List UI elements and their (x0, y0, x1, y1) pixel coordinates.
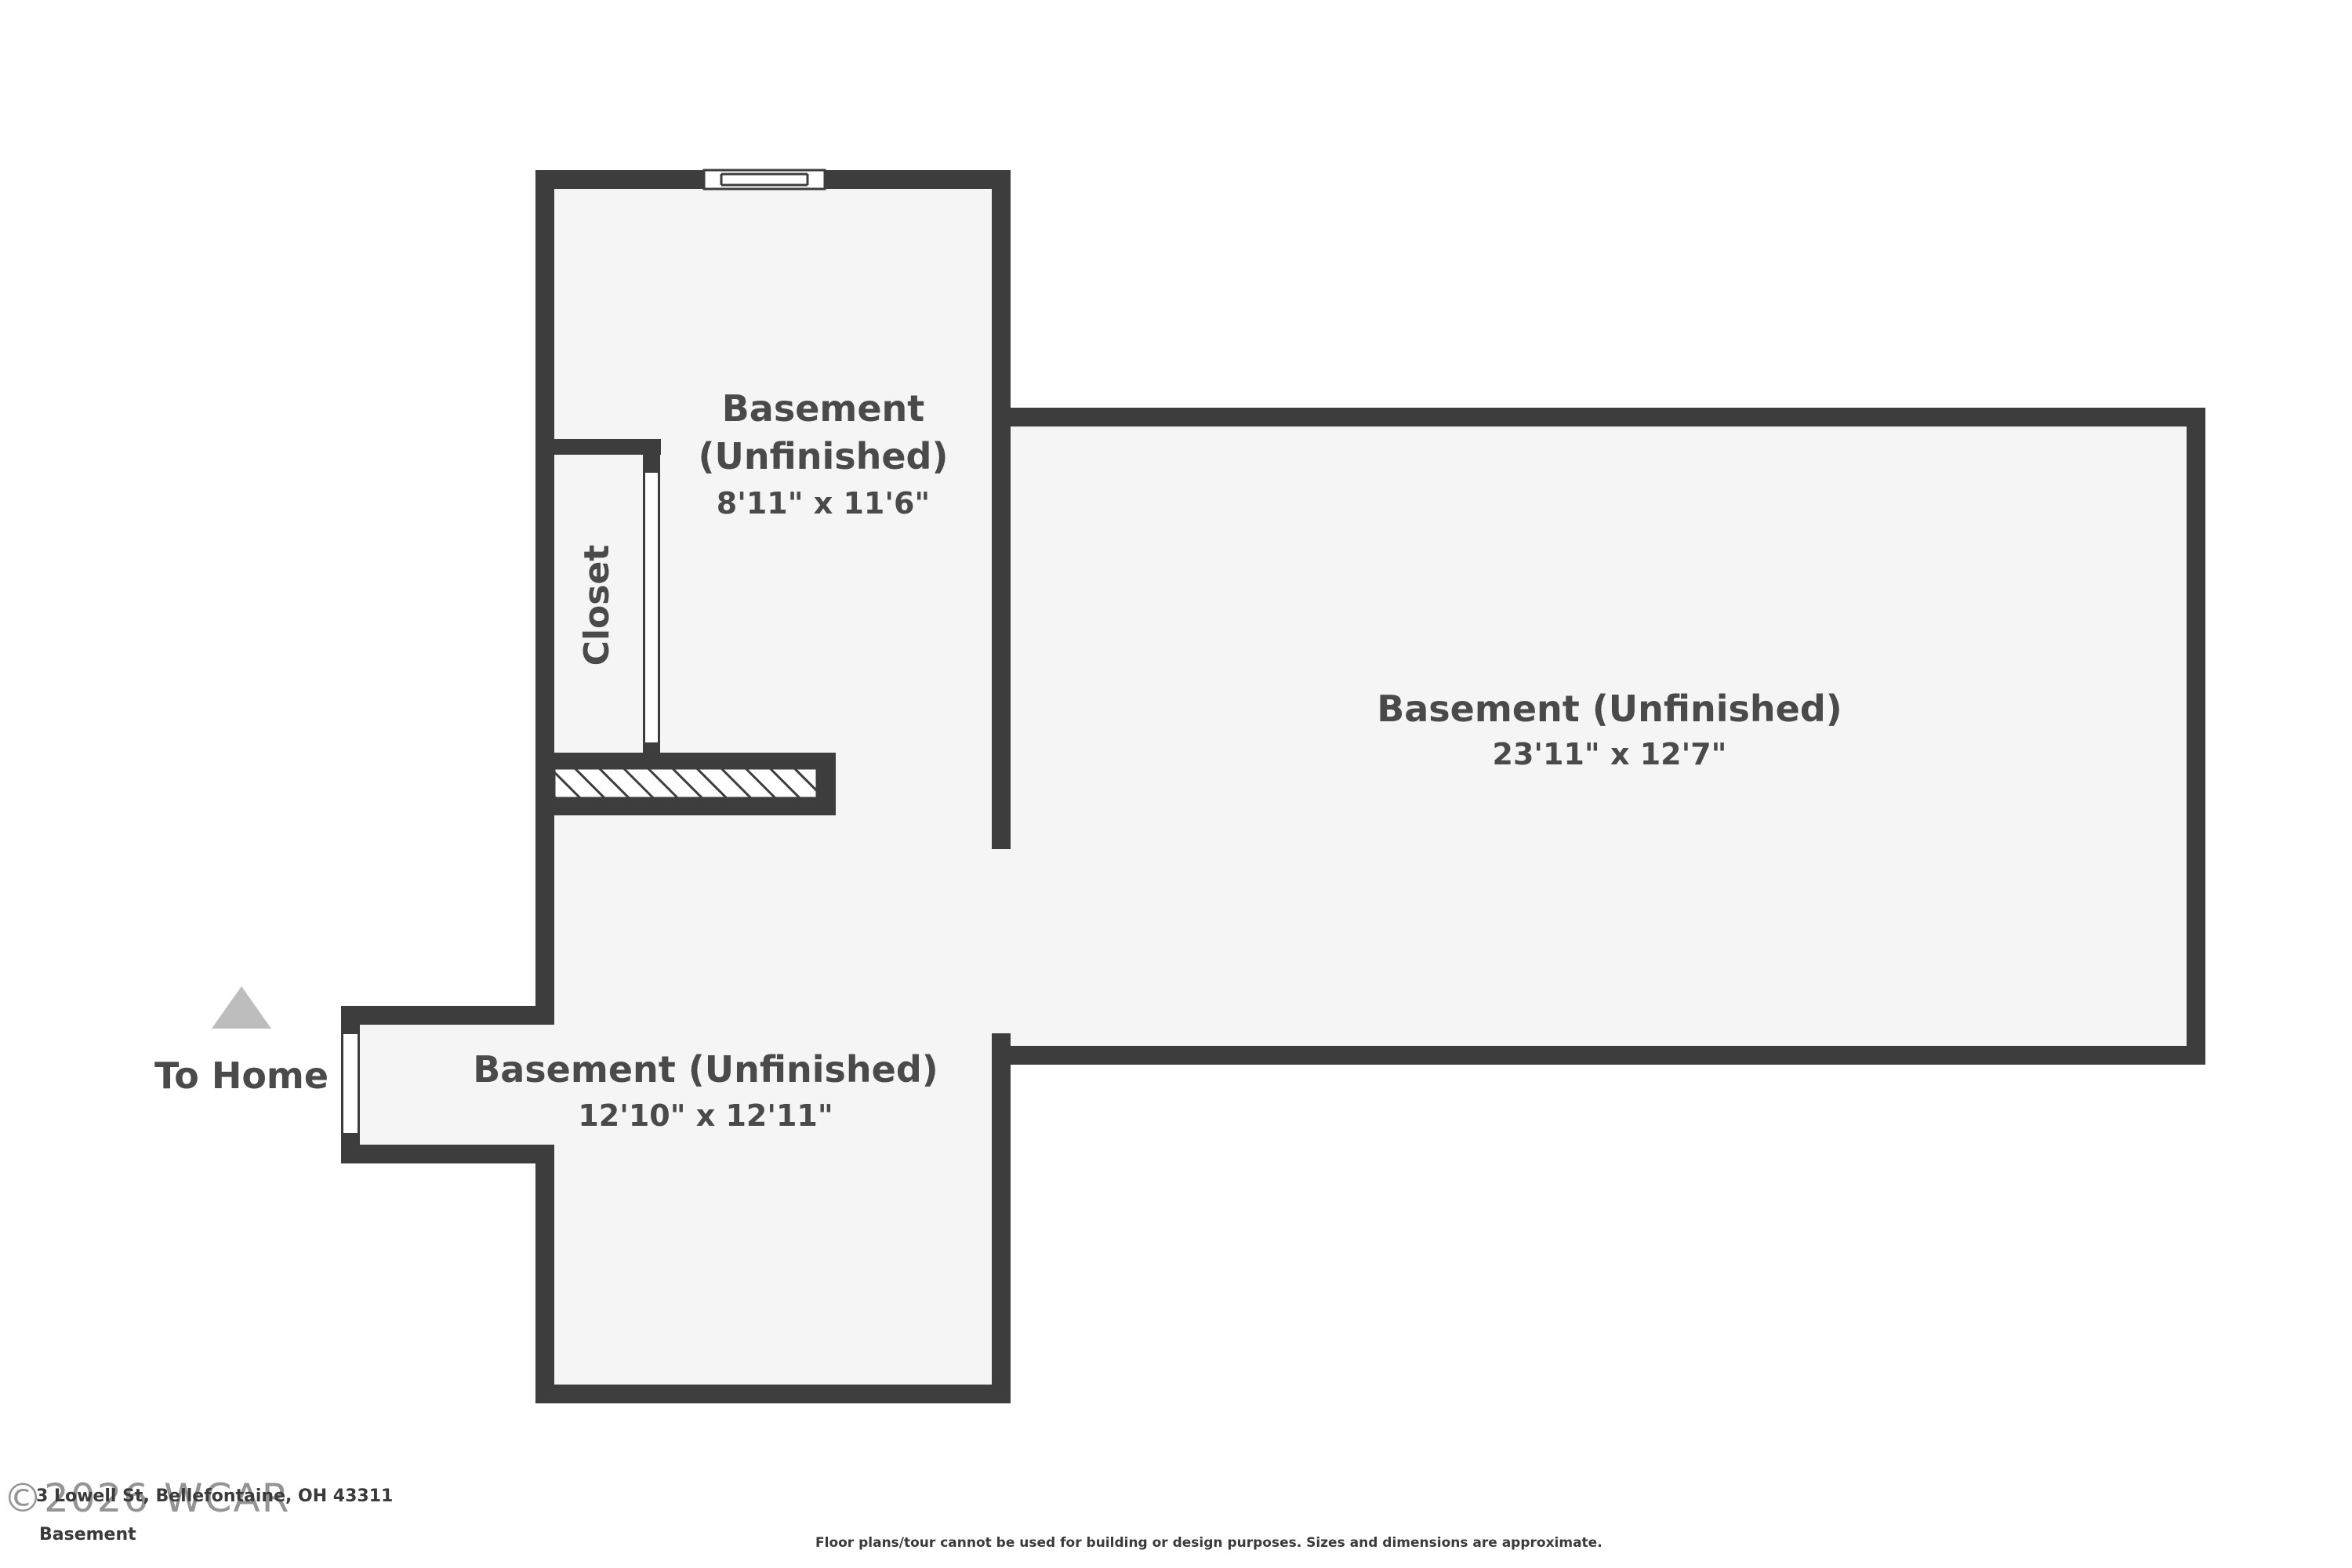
wall-left-upper (535, 170, 554, 1025)
floor-name: Basement (39, 1525, 136, 1544)
copyright-watermark: ©2026 WCAR (3, 1475, 291, 1521)
up-arrow-icon (212, 986, 271, 1029)
room-2-label: Basement (Unfinished) 23'11" x 12'7" (1377, 688, 1842, 771)
wall-divider-upper (992, 170, 1011, 849)
room-1-label: Basement (Unfinished) 8'11" x 11'6" (698, 387, 948, 521)
closet-door (644, 471, 659, 744)
room-2-name: Basement (Unfinished) (1377, 688, 1842, 730)
wall-bottom (535, 1385, 1011, 1403)
disclaimer-text: Floor plans/tour cannot be used for buil… (815, 1535, 1602, 1551)
wall-alcove-top (341, 1006, 554, 1025)
entry-door (342, 1033, 359, 1134)
room-3-dimensions: 12'10" x 12'11" (578, 1098, 833, 1133)
wall-divider-lower (992, 1033, 1011, 1403)
address-text: 3 Lowell St, Bellefontaine, OH 43311 (36, 1486, 394, 1506)
room-1-name-line2: (Unfinished) (698, 435, 948, 477)
room-1-name-line1: Basement (722, 387, 925, 430)
wall-closet-top (535, 439, 661, 455)
room-3-name: Basement (Unfinished) (473, 1048, 938, 1091)
to-home-label: To Home (154, 1054, 328, 1097)
wall-alcove-bottom (341, 1145, 554, 1163)
closet-label: Closet (577, 545, 617, 666)
window (702, 169, 826, 191)
wall-large-bottom (992, 1046, 2204, 1065)
hatched-wall (553, 767, 818, 800)
walls (341, 170, 2205, 1403)
room-2-dimensions: 23'11" x 12'7" (1493, 737, 1727, 771)
wall-large-right (2187, 408, 2205, 1065)
room-1-dimensions: 8'11" x 11'6" (717, 486, 930, 521)
wall-left-lower (535, 1145, 554, 1403)
wall-large-top (992, 408, 2204, 426)
floor-area (350, 180, 2194, 1392)
room-3-label: Basement (Unfinished) 12'10" x 12'11" (473, 1048, 938, 1133)
